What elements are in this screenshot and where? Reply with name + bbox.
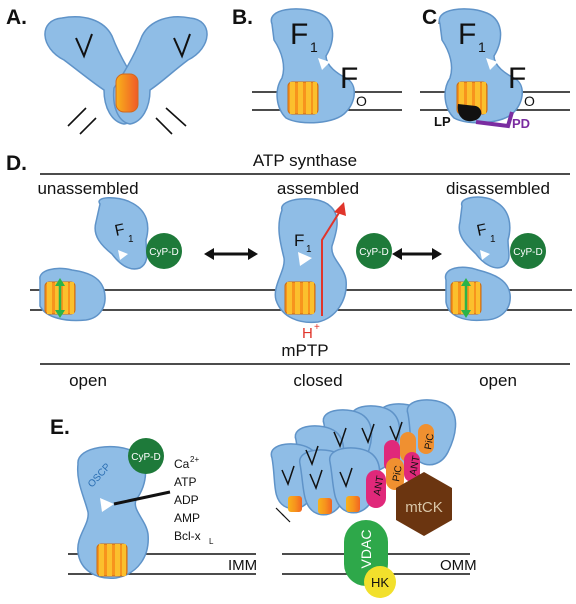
ligand-bclxl-subscript: L [209,537,214,546]
ant-pic-carriers: ANT PiC ANT PiC [366,424,437,508]
mtck-octamer [396,472,452,536]
cypd-disassembled [510,233,546,269]
pore-assembled: closed [293,371,342,390]
ligand-bclxl: Bcl-x [174,529,201,543]
pic-label-2: PiC [423,433,437,451]
pore-disassembled: open [479,371,517,390]
fo-subscript-c: O [524,93,535,109]
f1-label-c: F [458,18,476,51]
cypd-label-unassembled: CyP-D [149,247,178,258]
state-disassembled: disassembled [446,179,550,198]
ligand-amp: AMP [174,511,200,525]
disassembled-complex: F 1 CyP-D [444,196,546,322]
fo-label-c: F [508,62,526,95]
vdac-label: VDAC [358,530,374,569]
panel-label-c: C. [422,6,443,29]
mptp-title: mPTP [281,341,328,360]
cypd-free [356,233,392,269]
atp-synthase-lateral-stalk-c: F 1 F O LP PD [420,8,570,131]
unassembled-complex: F 1 CyP-D [39,197,182,322]
panel-label-a: A. [6,6,27,29]
panel-label-e: E. [50,416,70,439]
atp-synthase-regulation: CyP-D OSCP Ca 2+ ATP ADP AMP Bcl-x L IMM [68,438,257,579]
atp-synthase-dimer [44,16,208,135]
panel-label-d: D. [6,152,27,175]
hexokinase [364,566,396,598]
cypd-label-regulation: CyP-D [131,452,160,463]
mtck-label: mtCK [405,499,443,516]
f1-subscript-unassembled: 1 [128,234,134,245]
f1-subscript-b: 1 [310,39,318,55]
atp-synthase-title: ATP synthase [253,151,357,170]
ant-label-1: ANT [372,475,386,497]
fo-subscript-b: O [356,93,367,109]
proton-charge: + [314,322,320,333]
cypd-label-disassembled: CyP-D [513,247,542,258]
fo-label-b: F [340,62,358,95]
state-unassembled: unassembled [37,179,138,198]
f1-label-unassembled: F [113,221,126,240]
atp-synthase-assembled-b: F 1 F O [252,8,402,124]
state-assembled: assembled [277,179,359,198]
ligand-ca-charge: 2+ [190,455,199,464]
panel-label-b: B. [232,6,253,29]
pic-label-1: PiC [391,465,405,483]
f1-subscript-disassembled: 1 [490,234,496,245]
ligand-adp: ADP [174,493,199,507]
synthasome-complex: ANT PiC ANT PiC mtCK VDAC HK OMM [270,399,477,598]
cypd-label-free: CyP-D [359,247,388,258]
hk-label: HK [371,575,389,590]
cypd-unassembled [146,233,182,269]
pd-label: PD [512,116,530,131]
cypd-regulation [128,438,164,474]
omm-label: OMM [440,557,477,574]
f1-label-disassembled: F [475,221,488,240]
ant-label-2: ANT [408,455,422,477]
f1-subscript-c: 1 [478,39,486,55]
equilibrium-arrow-left [204,248,258,260]
f1-subscript-assembled: 1 [306,244,312,255]
equilibrium-arrow-right [392,248,442,260]
ligand-atp: ATP [174,475,196,489]
pore-unassembled: open [69,371,107,390]
lp-label: LP [434,114,451,129]
proton-label: H [302,325,313,342]
assembled-complex: F 1 H + CyP-D [274,198,392,342]
ligand-ca: Ca [174,457,190,471]
f1-label-assembled: F [294,231,304,250]
f1-label-b: F [290,18,308,51]
imm-label: IMM [228,557,257,574]
